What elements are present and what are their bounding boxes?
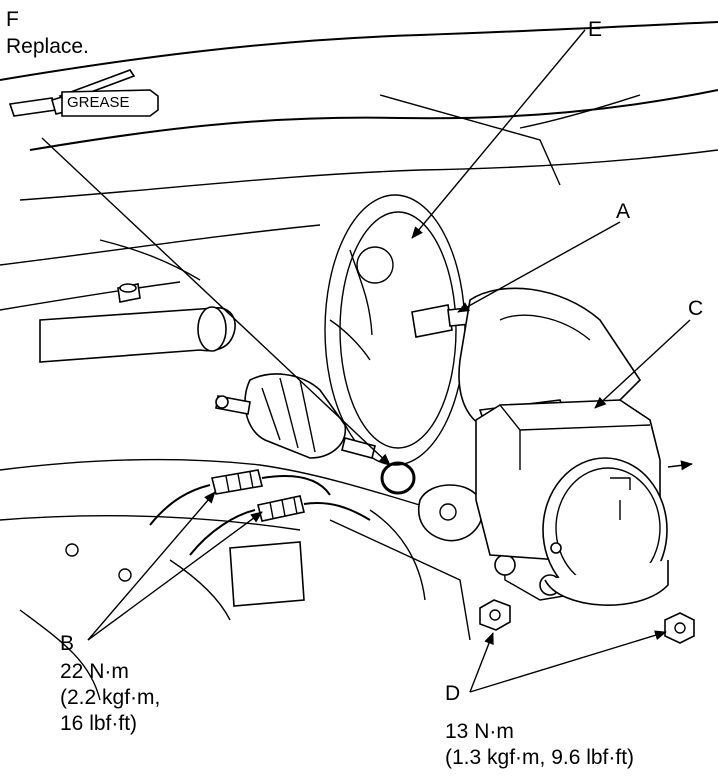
callout-c: C	[688, 297, 704, 320]
torque-b-line3: 16 lbf·ft)	[60, 712, 138, 735]
torque-d-line1: 13 N·m	[445, 720, 514, 743]
o-ring	[380, 461, 416, 495]
grease-brush-icon	[8, 69, 159, 117]
drive-shaft	[39, 306, 376, 459]
torque-b-line1: 22 N·m	[60, 660, 129, 683]
callout-b: B	[60, 632, 75, 655]
callout-d: D	[445, 682, 461, 705]
bearing-housing	[475, 399, 669, 606]
callout-f: F	[6, 8, 19, 31]
replace-note: Replace.	[6, 35, 89, 58]
subframe	[0, 458, 471, 701]
leader-lines	[41, 29, 693, 693]
flange-bolts	[479, 599, 695, 644]
torque-b-line2: (2.2 kgf·m,	[60, 686, 161, 709]
grease-label: GREASE	[67, 94, 130, 111]
upper-left-bolt	[117, 283, 141, 303]
torque-d-line2: (1.3 kgf·m, 9.6 lbf·ft)	[445, 746, 635, 769]
callout-e: E	[588, 18, 603, 41]
callout-a: A	[616, 200, 631, 223]
chassis-panel	[0, 21, 718, 311]
hose-fittings	[149, 469, 371, 556]
